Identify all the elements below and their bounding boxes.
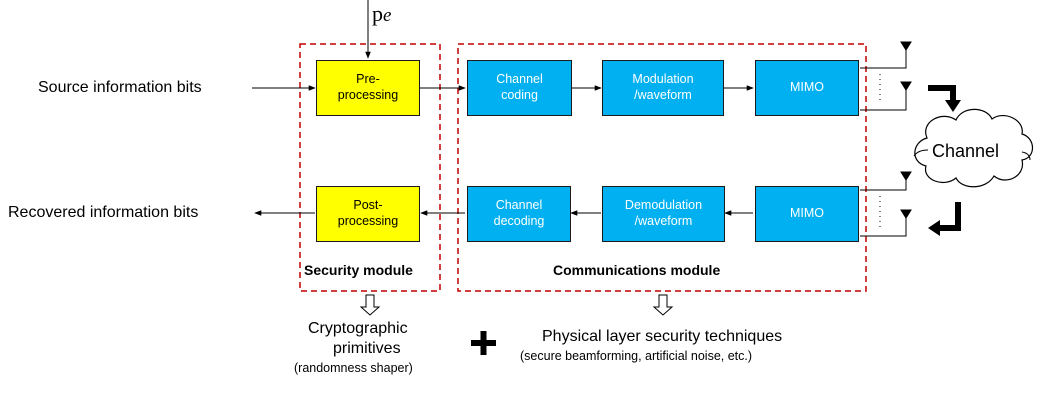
security-down-arrow-icon: [359, 294, 381, 316]
pe-label: pe: [372, 1, 392, 26]
demodulation-block: Demodulation/waveform: [602, 186, 725, 242]
mimo-rx-block: MIMO: [755, 186, 859, 242]
channel-cloud-icon: [914, 108, 1034, 188]
pls-title: Physical layer security techniques: [542, 328, 783, 345]
communications-module-title: Communications module: [553, 262, 721, 278]
postprocessing-block: Post-processing: [316, 186, 420, 242]
tx-antennas: [860, 41, 912, 111]
rx-antennas: [860, 171, 912, 237]
channel-to-rx-arrow: [928, 202, 961, 236]
pls-note: (secure beamforming, artificial noise, e…: [520, 349, 753, 363]
tx-to-channel-arrow: [928, 85, 961, 112]
mimo-tx-block: MIMO: [755, 60, 859, 116]
crypto-primitives-line2: primitives: [333, 340, 401, 357]
recovered-information-label: Recovered information bits: [8, 204, 199, 221]
channel-label: Channel: [932, 141, 1000, 161]
communications-down-arrow-icon: [652, 294, 674, 316]
security-module-title: Security module: [304, 262, 413, 278]
source-information-label: Source information bits: [38, 79, 202, 96]
security-module-border: [299, 43, 441, 292]
pe-subscript: e: [383, 5, 392, 26]
crypto-primitives-line1: Cryptographic: [308, 320, 408, 337]
crypto-primitives-note: (randomness shaper): [294, 361, 413, 375]
modulation-block: Modulation/waveform: [602, 60, 724, 116]
pe-main: p: [372, 1, 383, 26]
preprocessing-block: Pre-processing: [316, 60, 420, 116]
communications-module-border: [457, 43, 867, 292]
